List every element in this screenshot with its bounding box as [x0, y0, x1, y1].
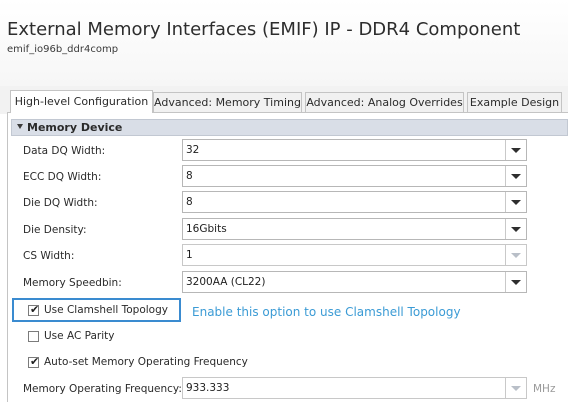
dropdown-button[interactable]: [505, 272, 526, 292]
ecc-dq-width-value: 8: [186, 170, 193, 182]
window-header: External Memory Interfaces (EMIF) IP - D…: [0, 0, 568, 86]
memory-operating-frequency-select: 933.333: [182, 377, 527, 399]
die-dq-width-label: Die DQ Width:: [23, 197, 98, 209]
data-dq-width-label: Data DQ Width:: [23, 145, 106, 157]
checkmark-icon: ✔: [30, 355, 40, 368]
memory-operating-frequency-label: Memory Operating Frequency:: [23, 383, 182, 395]
use-clamshell-topology-label[interactable]: Use Clamshell Topology: [44, 304, 168, 316]
chevron-down-icon: [511, 174, 521, 179]
ecc-dq-width-select[interactable]: 8: [182, 165, 527, 187]
dropdown-button[interactable]: [505, 166, 526, 186]
section-memory-device[interactable]: Memory Device: [11, 119, 568, 136]
clamshell-focus-ring: [12, 298, 181, 322]
die-dq-width-select[interactable]: 8: [182, 191, 527, 213]
die-density-value: 16Gbits: [186, 223, 227, 235]
dropdown-button[interactable]: [505, 140, 526, 160]
tab-high-level-configuration[interactable]: High-level Configuration: [10, 90, 153, 113]
section-title: Memory Device: [27, 121, 123, 134]
chevron-down-icon: [511, 227, 521, 232]
die-density-label: Die Density:: [23, 224, 87, 236]
tab-advanced-memory-timing[interactable]: Advanced: Memory Timing: [153, 92, 302, 112]
ecc-dq-width-label: ECC DQ Width:: [23, 171, 102, 183]
collapse-triangle-icon[interactable]: [17, 124, 23, 129]
frequency-unit: MHz: [533, 383, 556, 395]
use-ac-parity-checkbox[interactable]: [28, 331, 39, 342]
tab-advanced-analog-overrides[interactable]: Advanced: Analog Overrides: [305, 92, 464, 112]
chevron-down-icon: [511, 386, 521, 391]
chevron-down-icon: [511, 200, 521, 205]
clamshell-hint-text: Enable this option to use Clamshell Topo…: [192, 305, 461, 319]
data-dq-width-value: 32: [186, 144, 200, 156]
dropdown-button: [505, 245, 526, 265]
chevron-down-icon: [511, 253, 521, 258]
memory-operating-frequency-value: 933.333: [186, 382, 230, 394]
chevron-down-icon: [511, 280, 521, 285]
dropdown-button: [505, 378, 526, 398]
chevron-down-icon: [511, 148, 521, 153]
data-dq-width-select[interactable]: 32: [182, 139, 527, 161]
cs-width-select: 1: [182, 244, 527, 266]
tab-example-design[interactable]: Example Design: [467, 92, 562, 112]
use-ac-parity-label[interactable]: Use AC Parity: [44, 330, 115, 342]
page-title: External Memory Interfaces (EMIF) IP - D…: [7, 19, 521, 40]
cs-width-value: 1: [186, 249, 193, 261]
die-dq-width-value: 8: [186, 196, 193, 208]
cs-width-label: CS Width:: [23, 250, 75, 262]
component-name: emif_io96b_ddr4comp: [7, 44, 119, 55]
use-clamshell-topology-checkbox[interactable]: ✔: [28, 303, 40, 316]
auto-set-memory-frequency-label[interactable]: Auto-set Memory Operating Frequency: [44, 356, 248, 368]
checkmark-icon: ✔: [30, 303, 40, 316]
auto-set-memory-frequency-checkbox[interactable]: ✔: [28, 355, 40, 368]
dropdown-button[interactable]: [505, 192, 526, 212]
dropdown-button[interactable]: [505, 219, 526, 239]
memory-speedbin-value: 3200AA (CL22): [186, 276, 266, 288]
memory-speedbin-label: Memory Speedbin:: [23, 277, 122, 289]
memory-speedbin-select[interactable]: 3200AA (CL22): [182, 271, 527, 293]
die-density-select[interactable]: 16Gbits: [182, 218, 527, 240]
